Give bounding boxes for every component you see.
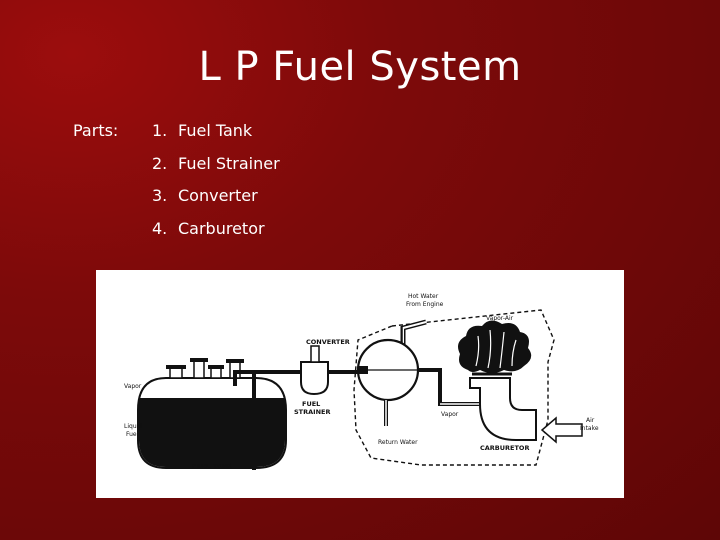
part-name: Fuel Tank [178,121,253,140]
air-intake-label-2: Intake [580,425,599,432]
liquid-fuel-label-2: Fuel [126,431,139,438]
parts-list-item: 3. Converter [152,186,280,219]
part-name: Carburetor [178,218,265,238]
parts-list-item: 4. Carburetor [152,219,280,252]
parts-list-item: 2. Fuel Strainer [152,154,280,187]
part-number: 1. [152,121,168,140]
fuel-line [233,370,256,470]
vapor-air-label: Vapor-Air [486,315,514,322]
hot-water-label: Hot Water [408,293,439,300]
liquid-fuel-fill [139,398,285,467]
fuel-tank-label: FUEL TANK [192,462,233,470]
parts-list-item: 1. Fuel Tank [152,121,280,154]
vapor-air-label-2: Mixture [488,323,511,330]
tank-valve [193,359,205,379]
fuel-system-diagram: Hot Water From Engine Vapor-Air Mixture … [96,270,624,498]
fuel-strainer [300,361,329,396]
fuel-strainer-label: FUEL [302,400,320,408]
hot-water-label-2: From Engine [406,301,444,308]
part-number: 2. [152,153,168,173]
liquid-fuel-label: Liquid [124,423,142,430]
carburetor-label: CARBURETOR [480,444,529,452]
vapor-line-label: Vapor [441,411,459,418]
parts-label: Parts: [73,121,119,140]
carburetor [469,377,537,441]
part-number: 4. [152,218,168,238]
converter-label: CONVERTER [306,338,350,346]
tank-valve [210,367,222,379]
part-number: 3. [152,186,168,205]
tank-valve [169,367,183,379]
return-water-label: Return Water [378,439,418,446]
air-intake-arrow [540,416,583,444]
part-name: Converter [178,186,258,205]
air-intake-label: Air [586,417,595,424]
part-name: Fuel Strainer [178,153,280,173]
vapor-tank-label: Vapor [124,383,142,390]
slide-title: L P Fuel System [198,44,522,90]
water-loop-dashed [353,309,555,466]
fuel-strainer-label-2: STRAINER [294,408,330,416]
parts-list: 1.Fuel Tank 2.Fuel Strainer 3.Converter … [152,121,280,251]
vapor-air-plume [458,320,532,373]
